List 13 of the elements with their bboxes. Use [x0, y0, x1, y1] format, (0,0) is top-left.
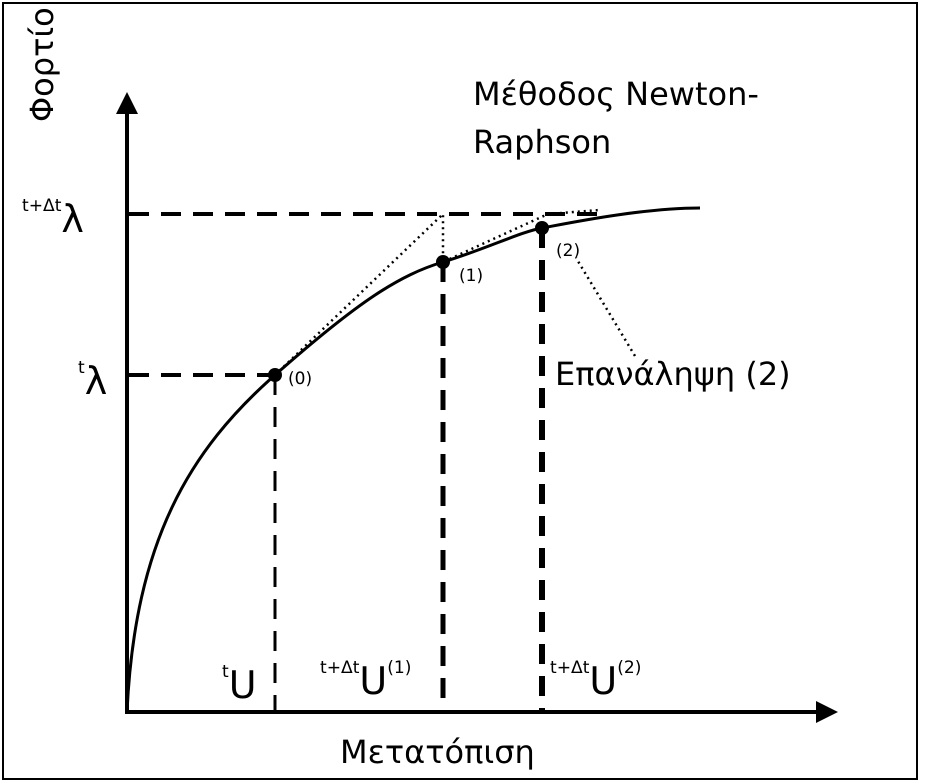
- point-label: (1): [459, 268, 484, 285]
- annotation-text: Επανάληψη (2): [555, 358, 791, 390]
- tick-label: $^{t}$λ: [78, 362, 108, 400]
- leader-line: [575, 257, 636, 357]
- axis-title: Φορτίο: [26, 7, 58, 122]
- axis-title: Μετατόπιση: [340, 736, 535, 768]
- tick-label: $^{t}$U: [222, 666, 257, 704]
- tick-label: $^{t+Δt}$λ: [22, 200, 84, 238]
- point-label: (2): [556, 243, 580, 260]
- point-label: (0): [288, 371, 312, 388]
- tick-label: $^{t+Δt}$U$^{(1)}$: [320, 662, 412, 700]
- chart-title: Μέθοδος Newton-Raphson: [473, 74, 760, 163]
- tick-label: $^{t+Δt}$U$^{(2)}$: [550, 662, 642, 700]
